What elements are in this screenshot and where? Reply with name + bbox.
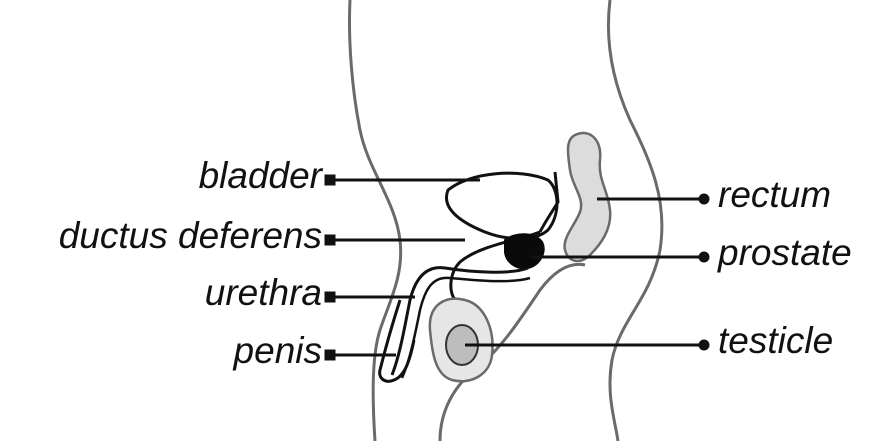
label-ductus-deferens: ductus deferens [59,216,322,256]
rectum-shape [565,133,611,261]
rectum-leader-dot [700,195,708,203]
body-back-outline [608,0,662,441]
ductus-deferens-leader-dot [326,236,334,244]
prostate-leader-dot [700,253,708,261]
label-testicle: testicle [718,321,833,361]
label-rectum: rectum [718,175,831,215]
prostate-shape [505,234,544,268]
label-penis: penis [234,331,322,371]
bladder-leader-dot [326,176,334,184]
urethra-leader-dot [326,293,334,301]
label-prostate: prostate [718,233,852,273]
penis-leader-dot [326,351,334,359]
label-bladder: bladder [199,156,322,196]
testicle-leader-dot [700,341,708,349]
label-urethra: urethra [205,273,322,313]
